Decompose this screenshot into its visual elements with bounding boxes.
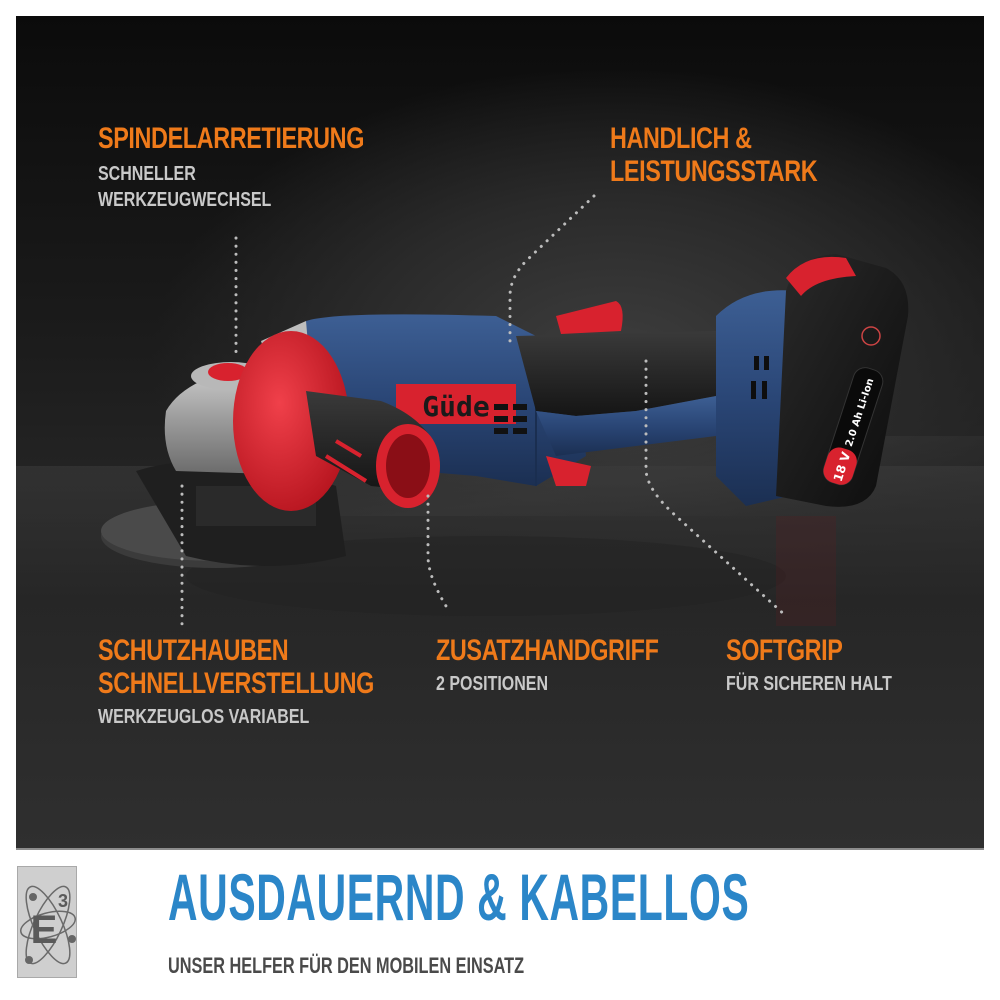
logo-superscript: 3 (58, 891, 68, 911)
battery-pack (776, 254, 909, 507)
callout-handy-powerful: HANDLICH & LEISTUNGSSTARK (610, 122, 876, 188)
spindle-lock-button (208, 363, 248, 381)
callout-title: ZUSATZHANDGRIFF (436, 634, 659, 667)
hand-guard-cup (233, 331, 349, 511)
battery-release-button (786, 256, 856, 296)
brand-label-text: Güde (422, 390, 489, 423)
callout-subtitle: FÜR SICHEREN HALT (726, 673, 892, 695)
callout-subtitle: 2 POSITIONEN (436, 673, 549, 695)
angle-grinder-illustration: Güde 18 V 2.0 Ah Li-Ion (101, 194, 909, 628)
battery-logo-icon (861, 326, 881, 346)
paddle-switch (556, 301, 623, 334)
air-vents (494, 404, 527, 434)
callout-title: SOFTGRIP (726, 634, 843, 667)
logo-letter: E (31, 908, 58, 952)
callout-softgrip: SOFTGRIP FÜR SICHEREN HALT (726, 634, 933, 697)
atom-e3-icon: E 3 (20, 885, 76, 965)
callout-title-line-1: HANDLICH & (610, 122, 752, 155)
callout-subtitle: WERKZEUGLOS VARIABEL (98, 706, 310, 728)
callout-guard-adjustment: SCHUTZHAUBEN SCHNELLVERSTELLUNG WERKZEUG… (98, 634, 452, 730)
callout-subtitle-line-2: WERKZEUGWECHSEL (98, 189, 272, 211)
callout-title-line-2: LEISTUNGSSTARK (610, 155, 818, 188)
callout-title: SPINDELARRETIERUNG (98, 122, 365, 155)
callout-leader-lines (180, 194, 788, 628)
callout-subtitle-line-1: SCHNELLER (98, 163, 196, 185)
e3-logo: E 3 (17, 866, 77, 978)
main-handle (516, 331, 732, 416)
footer-subline: UNSER HELFER FÜR DEN MOBILEN EINSATZ (168, 953, 525, 978)
callout-title-line-2: SCHNELLVERSTELLUNG (98, 667, 374, 700)
footer-headline: AUSDAUERND & KABELLOS (168, 860, 750, 934)
callout-title-line-1: SCHUTZHAUBEN (98, 634, 289, 667)
callout-spindle-lock: SPINDELARRETIERUNG SCHNELLER WERKZEUGWEC… (98, 122, 439, 213)
product-hero-panel: Güde 18 V 2.0 Ah Li-Ion (16, 16, 984, 850)
callout-auxiliary-handle: ZUSATZHANDGRIFF 2 POSITIONEN (436, 634, 721, 697)
